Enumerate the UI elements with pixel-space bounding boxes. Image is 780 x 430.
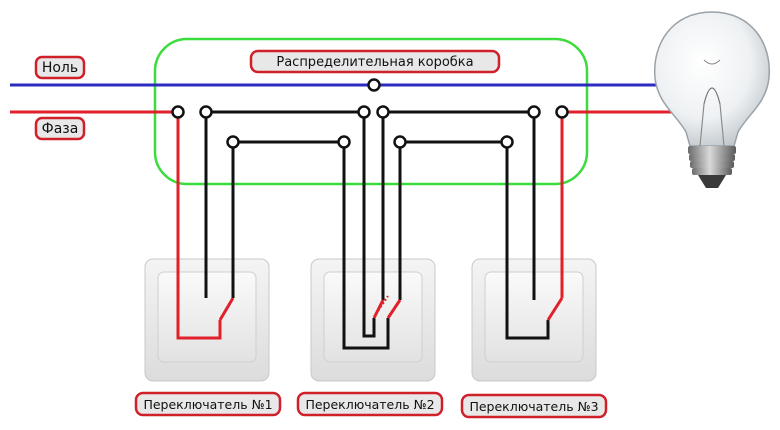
terminal-6	[555, 105, 569, 119]
terminal-5	[527, 105, 541, 119]
terminal-9	[393, 135, 407, 149]
switch-2-wire-1	[342, 142, 390, 350]
label-phase: Фаза	[34, 116, 86, 141]
neutral-terminal	[367, 78, 381, 92]
label-switch-2: Переключатель №2	[296, 391, 444, 417]
terminal-7	[226, 135, 240, 149]
terminals	[171, 78, 569, 149]
terminal-3	[357, 105, 371, 119]
switch-1-contact	[218, 297, 235, 321]
label-junction-box-text: Распределительная коробка	[276, 55, 473, 70]
label-neutral-text: Ноль	[42, 60, 78, 76]
label-phase-text: Фаза	[42, 121, 79, 137]
label-neutral: Ноль	[34, 55, 86, 80]
terminal-1	[171, 105, 185, 119]
switch-2-wire-2	[362, 112, 376, 338]
label-switch-1: Переключатель №1	[134, 391, 282, 417]
switch-3-wire-1	[505, 142, 550, 340]
label-junction-box: Распределительная коробка	[249, 49, 501, 74]
light-bulb-icon	[654, 11, 770, 188]
phase-to-switch-1	[176, 112, 222, 340]
terminal-4	[376, 105, 390, 119]
label-switch-1-text: Переключатель №1	[143, 397, 272, 412]
terminal-8	[337, 135, 351, 149]
switch-2-contact-b	[386, 299, 402, 319]
label-switch-3: Переключатель №3	[460, 393, 608, 419]
terminal-10	[500, 135, 514, 149]
switch-3-contact	[546, 297, 564, 321]
terminal-2	[199, 105, 213, 119]
label-switch-2-text: Переключатель №2	[305, 397, 434, 412]
label-switch-3-text: Переключатель №3	[469, 399, 598, 414]
